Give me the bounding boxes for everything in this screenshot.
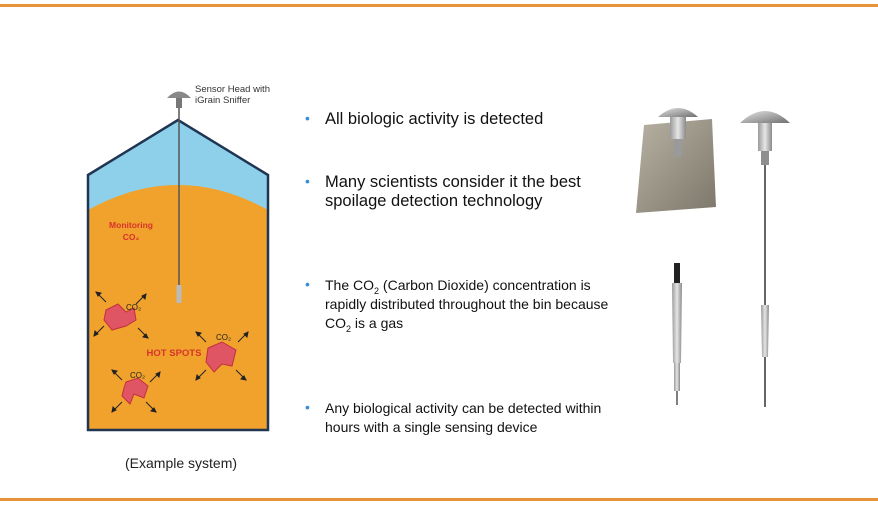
bullet-text-3: The CO2 (Carbon Dioxide) concentration i… xyxy=(325,277,609,334)
sensor-product-photos-svg xyxy=(636,108,790,407)
silo-air-region xyxy=(88,120,268,210)
sensor-product-photos xyxy=(630,95,830,415)
hot-spot-3 xyxy=(121,377,149,405)
silo-grain-region xyxy=(88,185,268,430)
monitoring-label-line1: Monitoring xyxy=(109,220,153,230)
diagram-caption: (Example system) xyxy=(125,455,238,471)
bullet-marker: • xyxy=(305,399,310,415)
co2-label-2: CO₂ xyxy=(216,333,231,342)
monitoring-label-line2: CO₂ xyxy=(123,232,140,242)
hot-spots-label: HOT SPOTS xyxy=(147,348,202,359)
sensor-probe-tip xyxy=(176,285,182,303)
sensor-head-label: Sensor Head with iGrain Sniffer xyxy=(195,84,285,106)
sensor-head-label-line1: Sensor Head with xyxy=(195,84,270,95)
bullet-text-2: Many scientists consider it the best spo… xyxy=(325,173,581,210)
bullet-marker: • xyxy=(305,110,310,126)
sensor-head-icon xyxy=(167,91,191,98)
bullet-text-1: All biologic activity is detected xyxy=(325,110,544,128)
hot-spot-2 xyxy=(205,341,237,373)
top-accent-rule xyxy=(0,4,878,7)
sensor-on-plate-photo xyxy=(636,108,716,213)
silo-outline xyxy=(86,118,270,432)
full-sensor-photo xyxy=(740,111,790,407)
probe-photo xyxy=(672,263,682,405)
diffusion-arrows xyxy=(93,291,249,413)
bottom-accent-rule xyxy=(0,498,878,501)
co2-label-3: CO₂ xyxy=(130,371,145,380)
bullet-marker: • xyxy=(305,276,310,292)
sensor-head-label-line2: iGrain Sniffer xyxy=(195,95,251,106)
co2-label-1: CO₂ xyxy=(126,303,141,312)
bullet-text-4: Any biological activity can be detected … xyxy=(325,400,602,435)
bullet-marker: • xyxy=(305,173,310,189)
hot-spot-1 xyxy=(103,303,137,331)
silo-diagram-svg: Monitoring CO₂ CO₂ CO₂ CO₂ HOT SPOTS xyxy=(86,91,270,432)
silo-diagram: Monitoring CO₂ CO₂ CO₂ CO₂ HOT SPOTS xyxy=(86,80,286,440)
